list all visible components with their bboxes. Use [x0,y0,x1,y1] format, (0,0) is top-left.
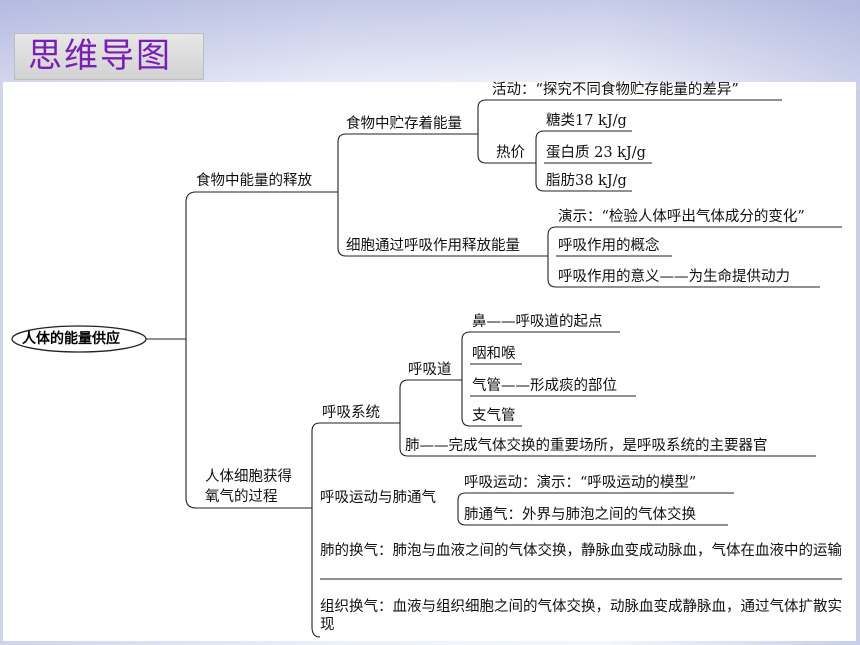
calorific-item: 脂肪38 kJ/g [546,173,627,189]
node-calorific: 热价 [496,145,525,161]
node-respiration-release: 细胞通过呼吸作用释放能量 [346,238,520,254]
node-stored-energy: 食物中贮存着能量 [346,116,462,132]
movement-item: 呼吸运动：演示：“呼吸运动的模型” [464,475,697,491]
root-node-label: 人体的能量供应 [22,331,120,347]
branch-oxygen-line1: 人体细胞获得 [205,469,292,485]
tract-item: 咽和喉 [472,346,516,362]
node-lung: 肺——完成气体交换的重要场所，是呼吸系统的主要器官 [405,438,768,454]
calorific-item: 糖类17 kJ/g [546,113,627,129]
tract-item: 气管——形成痰的部位 [472,378,617,394]
node-respiratory-system: 呼吸系统 [322,405,380,421]
node-lung-exchange: 肺的换气：肺泡与血液之间的气体交换，静脉血变成动脉血，气体在血液中的运输 [320,543,842,559]
tract-item: 鼻——呼吸道的起点 [472,314,603,330]
mind-map-panel [3,82,856,641]
node-respiratory-tract: 呼吸道 [408,362,452,378]
node-activity: 活动：“探究不同食物贮存能量的差异” [492,82,739,98]
respiration-item: 演示：“检验人体呼出气体成分的变化” [558,209,805,225]
branch-oxygen-line2: 氧气的过程 [205,489,278,505]
branch-food-release: 食物中能量的释放 [196,173,312,189]
movement-item: 肺通气：外界与肺泡之间的气体交换 [464,507,696,523]
respiration-item: 呼吸作用的意义——为生命提供动力 [558,269,790,285]
title-box [14,33,204,80]
node-tissue-exchange: 组织换气：血液与组织细胞之间的气体交换，动脉血变成静脉血，通过气体扩散实现 [320,599,842,633]
respiration-item: 呼吸作用的概念 [558,238,660,254]
page-title: 思维导图 [28,36,172,76]
tract-item: 支气管 [472,408,516,424]
node-breathing-movement: 呼吸运动与肺通气 [320,490,436,506]
calorific-item: 蛋白质 23 kJ/g [546,145,646,161]
